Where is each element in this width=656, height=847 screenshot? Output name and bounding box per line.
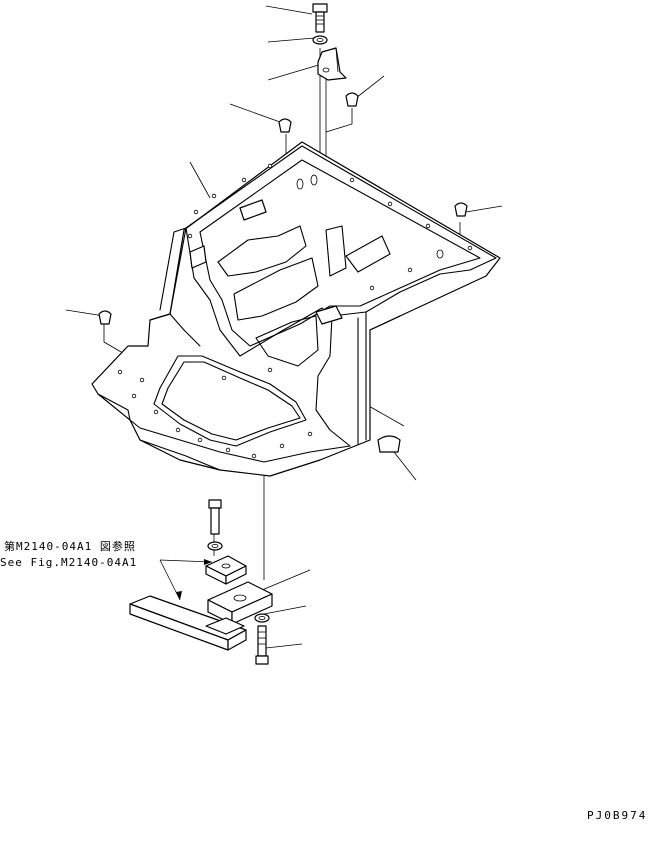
reference-text-en: See Fig.M2140-04A1: [0, 556, 138, 569]
figure-code: PJ0B974: [587, 809, 648, 822]
bottom-bolt-icon: [255, 625, 269, 665]
floor-frame-icon: [91, 141, 501, 477]
rubber-plug-icon: [98, 92, 468, 453]
reference-text-jp: 第M2140-04A1 図参照: [4, 540, 136, 553]
top-washer-icon: [312, 35, 328, 45]
top-bolt-icon: [312, 3, 328, 33]
bracket-icon: [317, 47, 347, 81]
rubber-mount-icon: [129, 499, 273, 651]
frame-holes: [117, 163, 473, 459]
